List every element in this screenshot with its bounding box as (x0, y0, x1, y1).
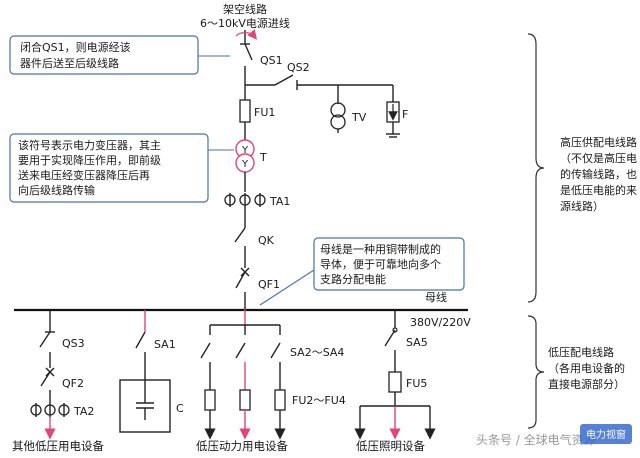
callout-bus: 母线是一种用铜带制成的 导体，便于可靠地向多个 支路分配电能 (259, 237, 465, 306)
source-voltage: 6～10kV电源进线 (200, 16, 290, 30)
brace-lv (527, 315, 545, 429)
svg-text:送来电压经变压器降压后再: 送来电压经变压器降压后再 (18, 168, 150, 182)
tv-branch (245, 74, 400, 138)
svg-text:母线是一种用铜带制成的: 母线是一种用铜带制成的 (320, 242, 441, 256)
label-t: T (259, 151, 267, 164)
svg-text:器件后送至后级线路: 器件后送至后级线路 (20, 56, 119, 70)
lv-desc-0: 低压配电线路 (548, 345, 614, 359)
label-ta2: TA2 (73, 405, 94, 418)
svg-text:头条号 / 全球电气资源: 头条号 / 全球电气资源 (476, 432, 596, 447)
label-ta1: TA1 (269, 195, 290, 208)
label-sa5: SA5 (406, 336, 428, 349)
source-title: 架空线路 (223, 2, 267, 16)
transformer-y-top: Y (241, 145, 249, 156)
watermark-logo (580, 424, 632, 444)
label-qs1: QS1 (260, 54, 283, 67)
svg-text:该符号表示电力变压器，其主: 该符号表示电力变压器，其主 (18, 138, 161, 152)
label-bus: 母线 (425, 290, 447, 304)
load-power: 低压动力用电设备 (196, 439, 288, 453)
label-f: F (402, 108, 408, 121)
lv-desc-1: （各用电设备的 (548, 361, 625, 375)
hv-desc-0: 高压供配电线路 (560, 135, 637, 149)
label-sa1: SA1 (154, 338, 176, 351)
brace-hv (527, 33, 545, 303)
load-other: 其他低压用电设备 (12, 439, 104, 453)
svg-text:闭合QS1，则电源经该: 闭合QS1，则电源经该 (20, 40, 131, 54)
svg-text:向后级线路传输: 向后级线路传输 (18, 183, 95, 197)
hv-desc-1: （不仅是高压电 (560, 151, 637, 165)
branch-lighting (354, 310, 436, 440)
branch-capacitor (119, 310, 171, 433)
label-qs3: QS3 (62, 337, 85, 350)
label-c: C (176, 402, 184, 415)
svg-text:支路分配电能: 支路分配电能 (320, 272, 386, 286)
svg-text:要用于实现降压作用，即前级: 要用于实现降压作用，即前级 (18, 153, 161, 167)
label-qk: QK (258, 234, 275, 247)
label-bus-voltage: 380V/220V (410, 316, 471, 329)
watermark: 头条号 / 全球电气资源 电力视窗 (476, 424, 632, 447)
hv-desc-3: 是低压电能的来 (560, 183, 637, 197)
load-lighting: 低压照明设备 (356, 439, 425, 453)
branch-power (200, 309, 286, 440)
label-qf2: QF2 (62, 377, 84, 390)
label-fu5: FU5 (406, 377, 427, 390)
hv-desc-2: 的传输线路，也 (560, 167, 637, 181)
hv-desc-4: 源线路） (560, 199, 604, 213)
label-fu2-4: FU2～FU4 (292, 394, 346, 407)
transformer-y-bottom: Y (241, 159, 249, 170)
lv-desc-2: 直接电源部分） (548, 377, 625, 391)
main-feeder: Y Y (224, 29, 266, 309)
label-qf1: QF1 (258, 278, 280, 291)
callout-qs1: 闭合QS1，则电源经该 器件后送至后级线路 (9, 35, 230, 75)
branch-other (30, 310, 70, 440)
label-sa2-4: SA2～SA4 (290, 346, 344, 359)
callout-transformer: 该符号表示电力变压器，其主 要用于实现降压作用，即前级 送来电压经变压器降压后再… (9, 133, 234, 203)
svg-text:电力视窗: 电力视窗 (586, 428, 626, 441)
label-tv: TV (351, 111, 367, 124)
label-qs2: QS2 (287, 61, 310, 74)
label-fu1: FU1 (254, 106, 275, 119)
svg-text:导体，便于可靠地向多个: 导体，便于可靠地向多个 (320, 257, 441, 271)
